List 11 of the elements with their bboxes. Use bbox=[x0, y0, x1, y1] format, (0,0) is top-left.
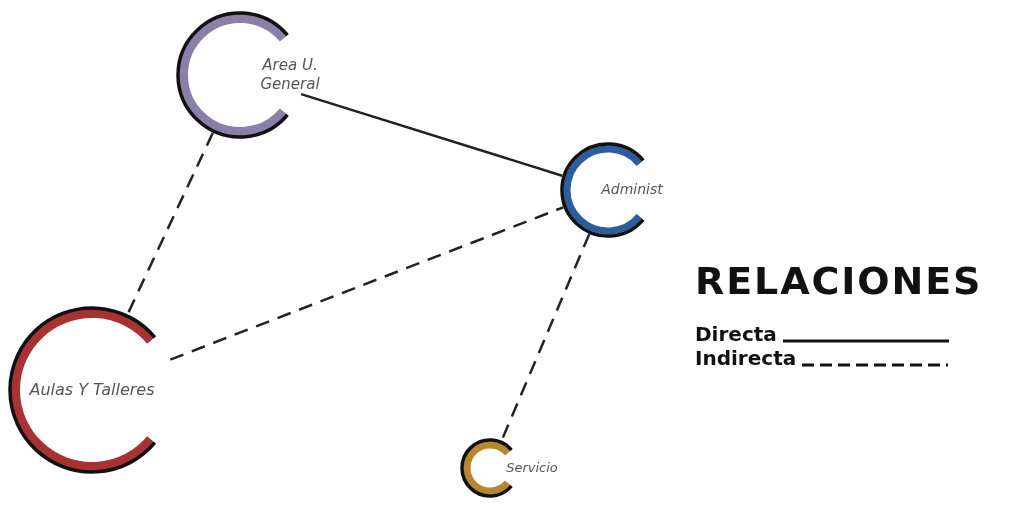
node-label: Area U. General bbox=[259, 56, 321, 94]
dashed-line bbox=[500, 233, 591, 441]
solid-line bbox=[300, 92, 563, 177]
node-label: Servicio bbox=[505, 459, 559, 477]
dashed-line bbox=[126, 132, 214, 315]
legend-label: Indirecta bbox=[695, 348, 797, 368]
dashed-line bbox=[169, 206, 564, 361]
legend-title: RELACIONES bbox=[695, 262, 983, 300]
legend-label: Directa bbox=[695, 324, 777, 344]
node-label: Administ bbox=[599, 181, 664, 199]
node-label: Aulas Y Talleres bbox=[28, 380, 156, 400]
